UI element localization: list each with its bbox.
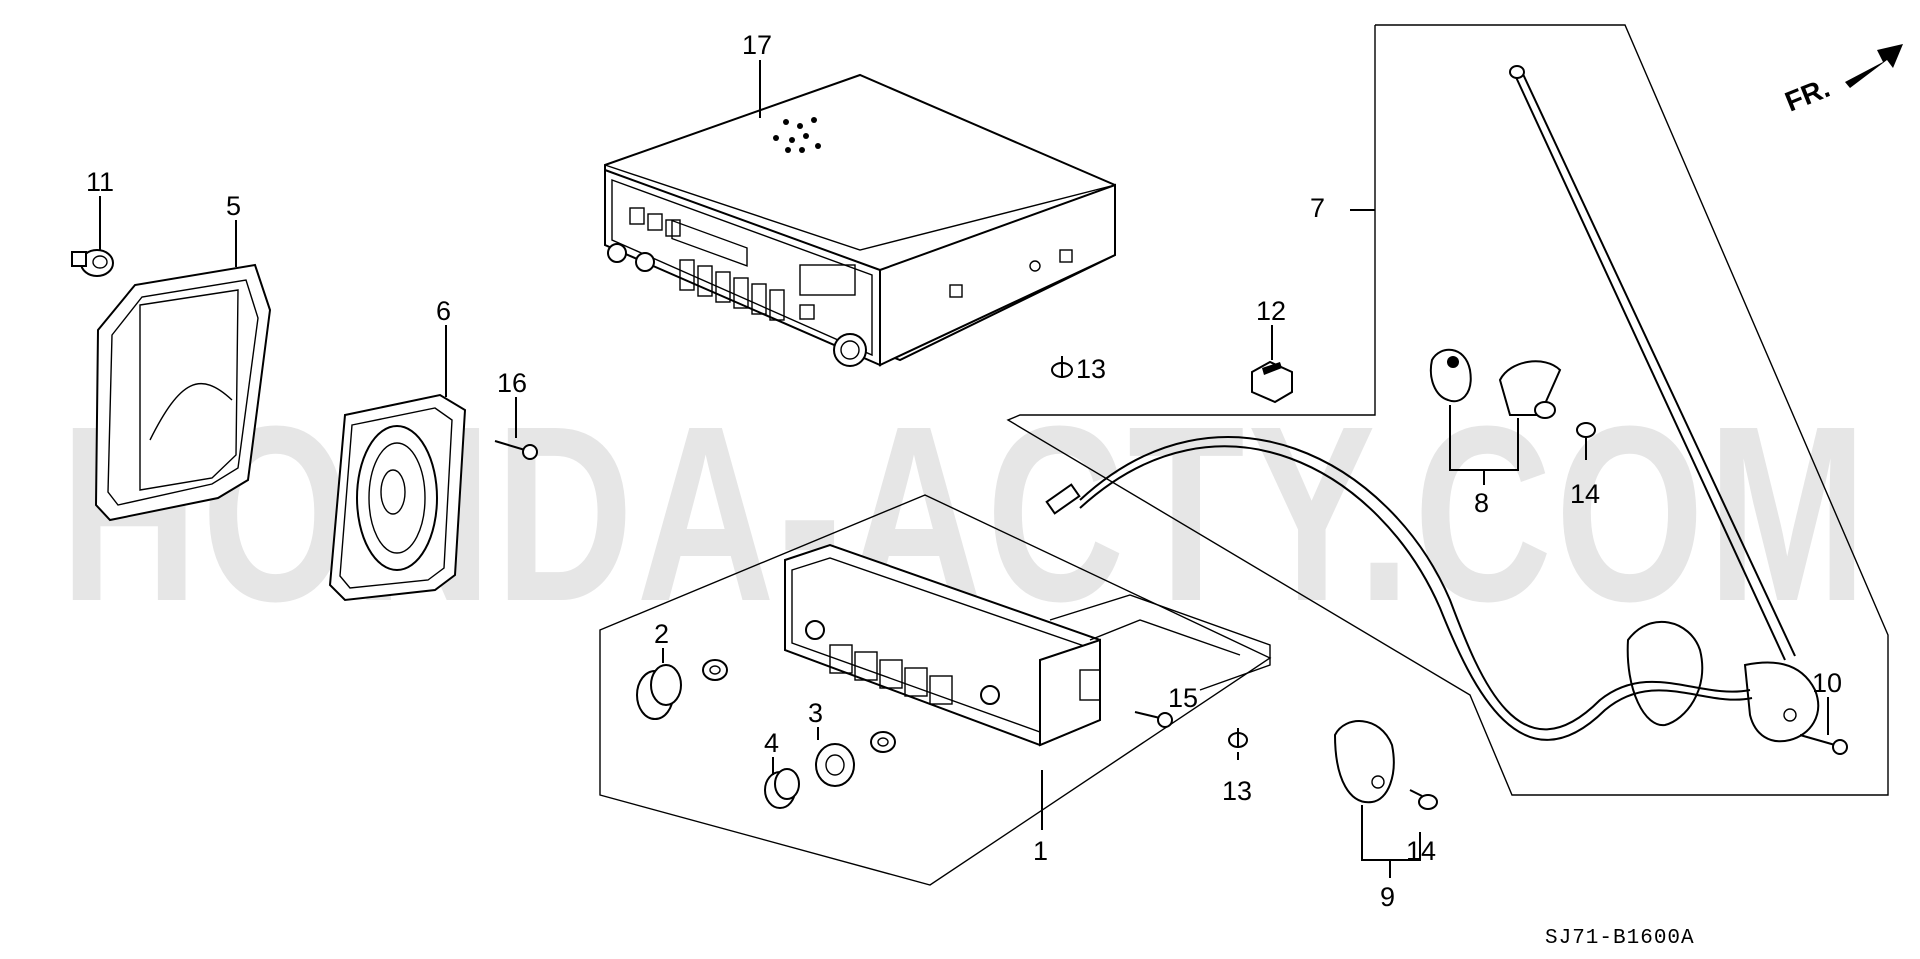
diagram-code: SJ71-B1600A	[1545, 927, 1695, 950]
part-1-radio-assembly[interactable]	[599, 494, 1272, 886]
part-17-cassette-radio[interactable]	[604, 60, 1116, 367]
callout-labels: 1 2 3 4 5 6 7 8 9 10 11 12 13 13 14 14 1…	[86, 30, 1842, 912]
callout-16: 16	[497, 368, 527, 398]
part-8-holder[interactable]	[1429, 348, 1562, 485]
callout-14-lower: 14	[1406, 836, 1436, 866]
callout-13-upper: 13	[1076, 354, 1106, 384]
callout-14-upper: 14	[1570, 479, 1600, 509]
part-13-bolt-lower[interactable]	[1228, 728, 1248, 760]
part-14-bolt-upper[interactable]	[1576, 422, 1596, 460]
part-7-antenna-cable[interactable]	[1045, 436, 1753, 741]
part-14-bolt-lower[interactable]	[1409, 789, 1438, 810]
callout-12: 12	[1256, 296, 1286, 326]
callout-15: 15	[1168, 683, 1198, 713]
part-16-screw[interactable]	[494, 397, 538, 460]
callout-2: 2	[654, 619, 669, 649]
part-7-antenna-frame[interactable]	[1006, 24, 1889, 796]
part-13-bolt-upper[interactable]	[1051, 356, 1073, 378]
part-12-clip[interactable]	[1251, 325, 1293, 404]
part-3-knob[interactable]	[815, 727, 896, 787]
callout-17: 17	[742, 30, 772, 60]
part-4-knob[interactable]	[764, 757, 800, 809]
callout-5: 5	[226, 191, 241, 221]
callout-7: 7	[1310, 193, 1325, 223]
part-7-antenna-mast[interactable]	[1509, 65, 1820, 743]
callout-1: 1	[1033, 836, 1048, 866]
part-1-radio-unit[interactable]	[784, 543, 1271, 747]
part-11-clip[interactable]	[71, 196, 114, 277]
part-10-screw[interactable]	[1799, 697, 1848, 755]
callout-13-lower: 13	[1222, 776, 1252, 806]
part-15-screw[interactable]	[1134, 711, 1173, 728]
part-9-holder[interactable]	[1333, 720, 1421, 878]
front-arrow-icon	[1845, 44, 1903, 88]
part-2-knob[interactable]	[636, 648, 728, 720]
callout-4: 4	[764, 728, 779, 758]
callout-8: 8	[1474, 488, 1489, 518]
callout-11: 11	[86, 167, 114, 197]
callout-9: 9	[1380, 882, 1395, 912]
callout-3: 3	[808, 698, 823, 728]
part-5-speaker-bezel[interactable]	[94, 220, 272, 522]
part-6-speaker[interactable]	[328, 325, 467, 602]
callout-6: 6	[436, 296, 451, 326]
front-direction-label: FR.	[1781, 72, 1834, 118]
callout-10: 10	[1812, 668, 1842, 698]
front-direction-indicator: FR.	[1781, 44, 1903, 118]
